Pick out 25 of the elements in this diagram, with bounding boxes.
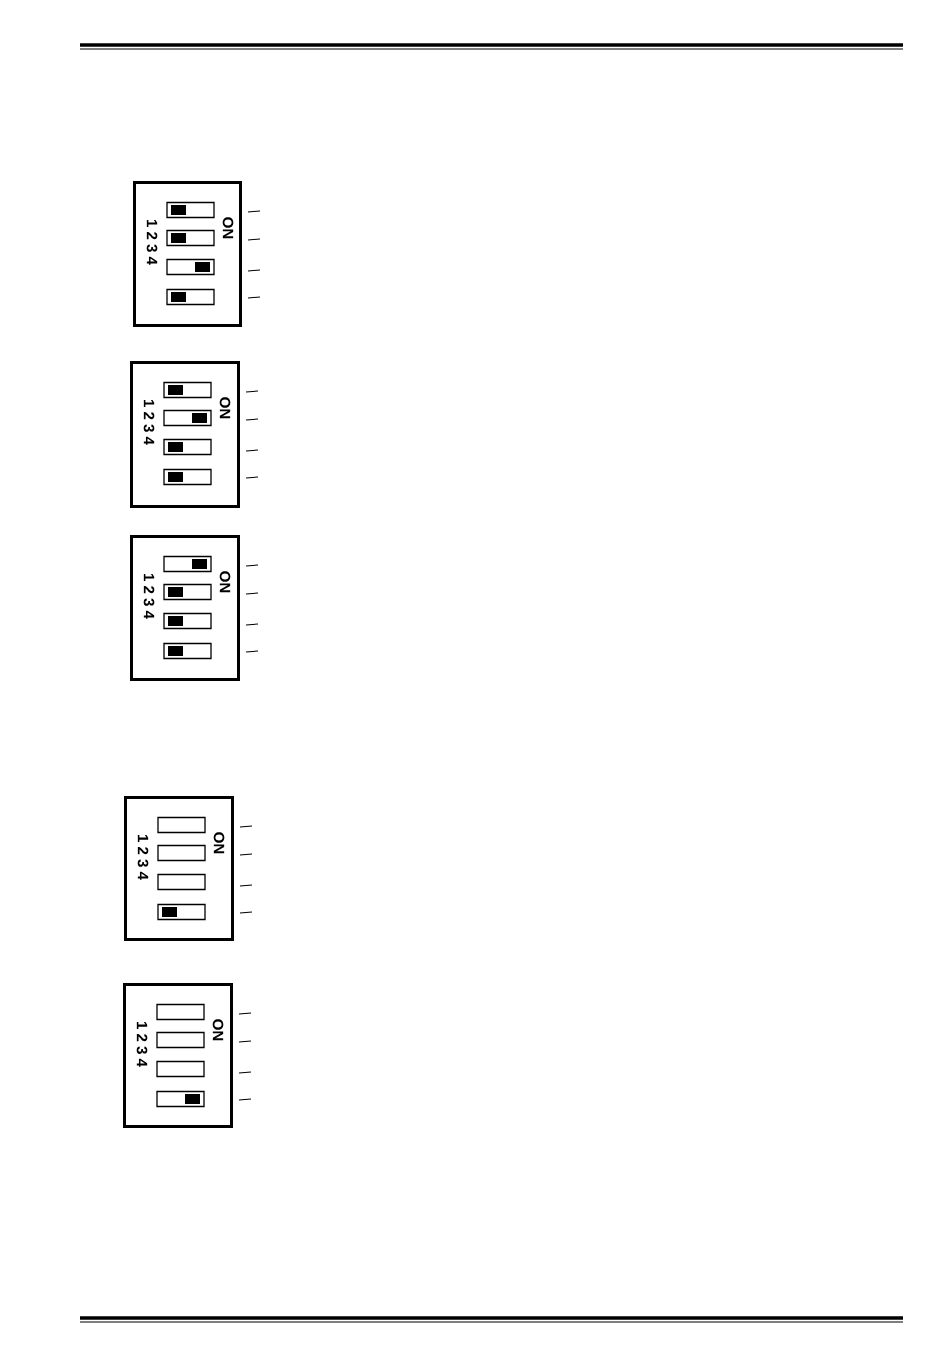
- slide-switch: [156, 1090, 205, 1108]
- slide-switch: [163, 642, 212, 660]
- slide-switch: [157, 873, 206, 891]
- dip-switch-housing: 1 2 3 4 ON: [124, 796, 234, 941]
- slide-switch: [163, 583, 212, 601]
- slide-switch: [157, 816, 206, 834]
- slide-switch: [163, 438, 212, 456]
- dip-switch-housing: 1 2 3 4 ON: [130, 361, 240, 508]
- slide-switch: [156, 1031, 205, 1049]
- slide-switch: [166, 288, 215, 306]
- slide-switch: [163, 612, 212, 630]
- dip-switch-housing: 1 2 3 4 ON: [130, 535, 240, 681]
- slide-switch: [163, 381, 212, 399]
- slide-switch: [156, 1060, 205, 1078]
- slide-switch: [157, 903, 206, 921]
- slide-switch: [157, 844, 206, 862]
- slide-switch: [166, 201, 215, 219]
- slide-switch: [156, 1003, 205, 1021]
- slide-switch: [163, 409, 212, 427]
- slide-switch: [163, 468, 212, 486]
- slide-switch: [166, 229, 215, 247]
- dip-switch-housing: 1 2 3 4 ON: [123, 983, 233, 1128]
- dip-switch-housing: 1 2 3 4 ON: [133, 181, 242, 327]
- slide-switch: [166, 258, 215, 276]
- slide-switch: [163, 555, 212, 573]
